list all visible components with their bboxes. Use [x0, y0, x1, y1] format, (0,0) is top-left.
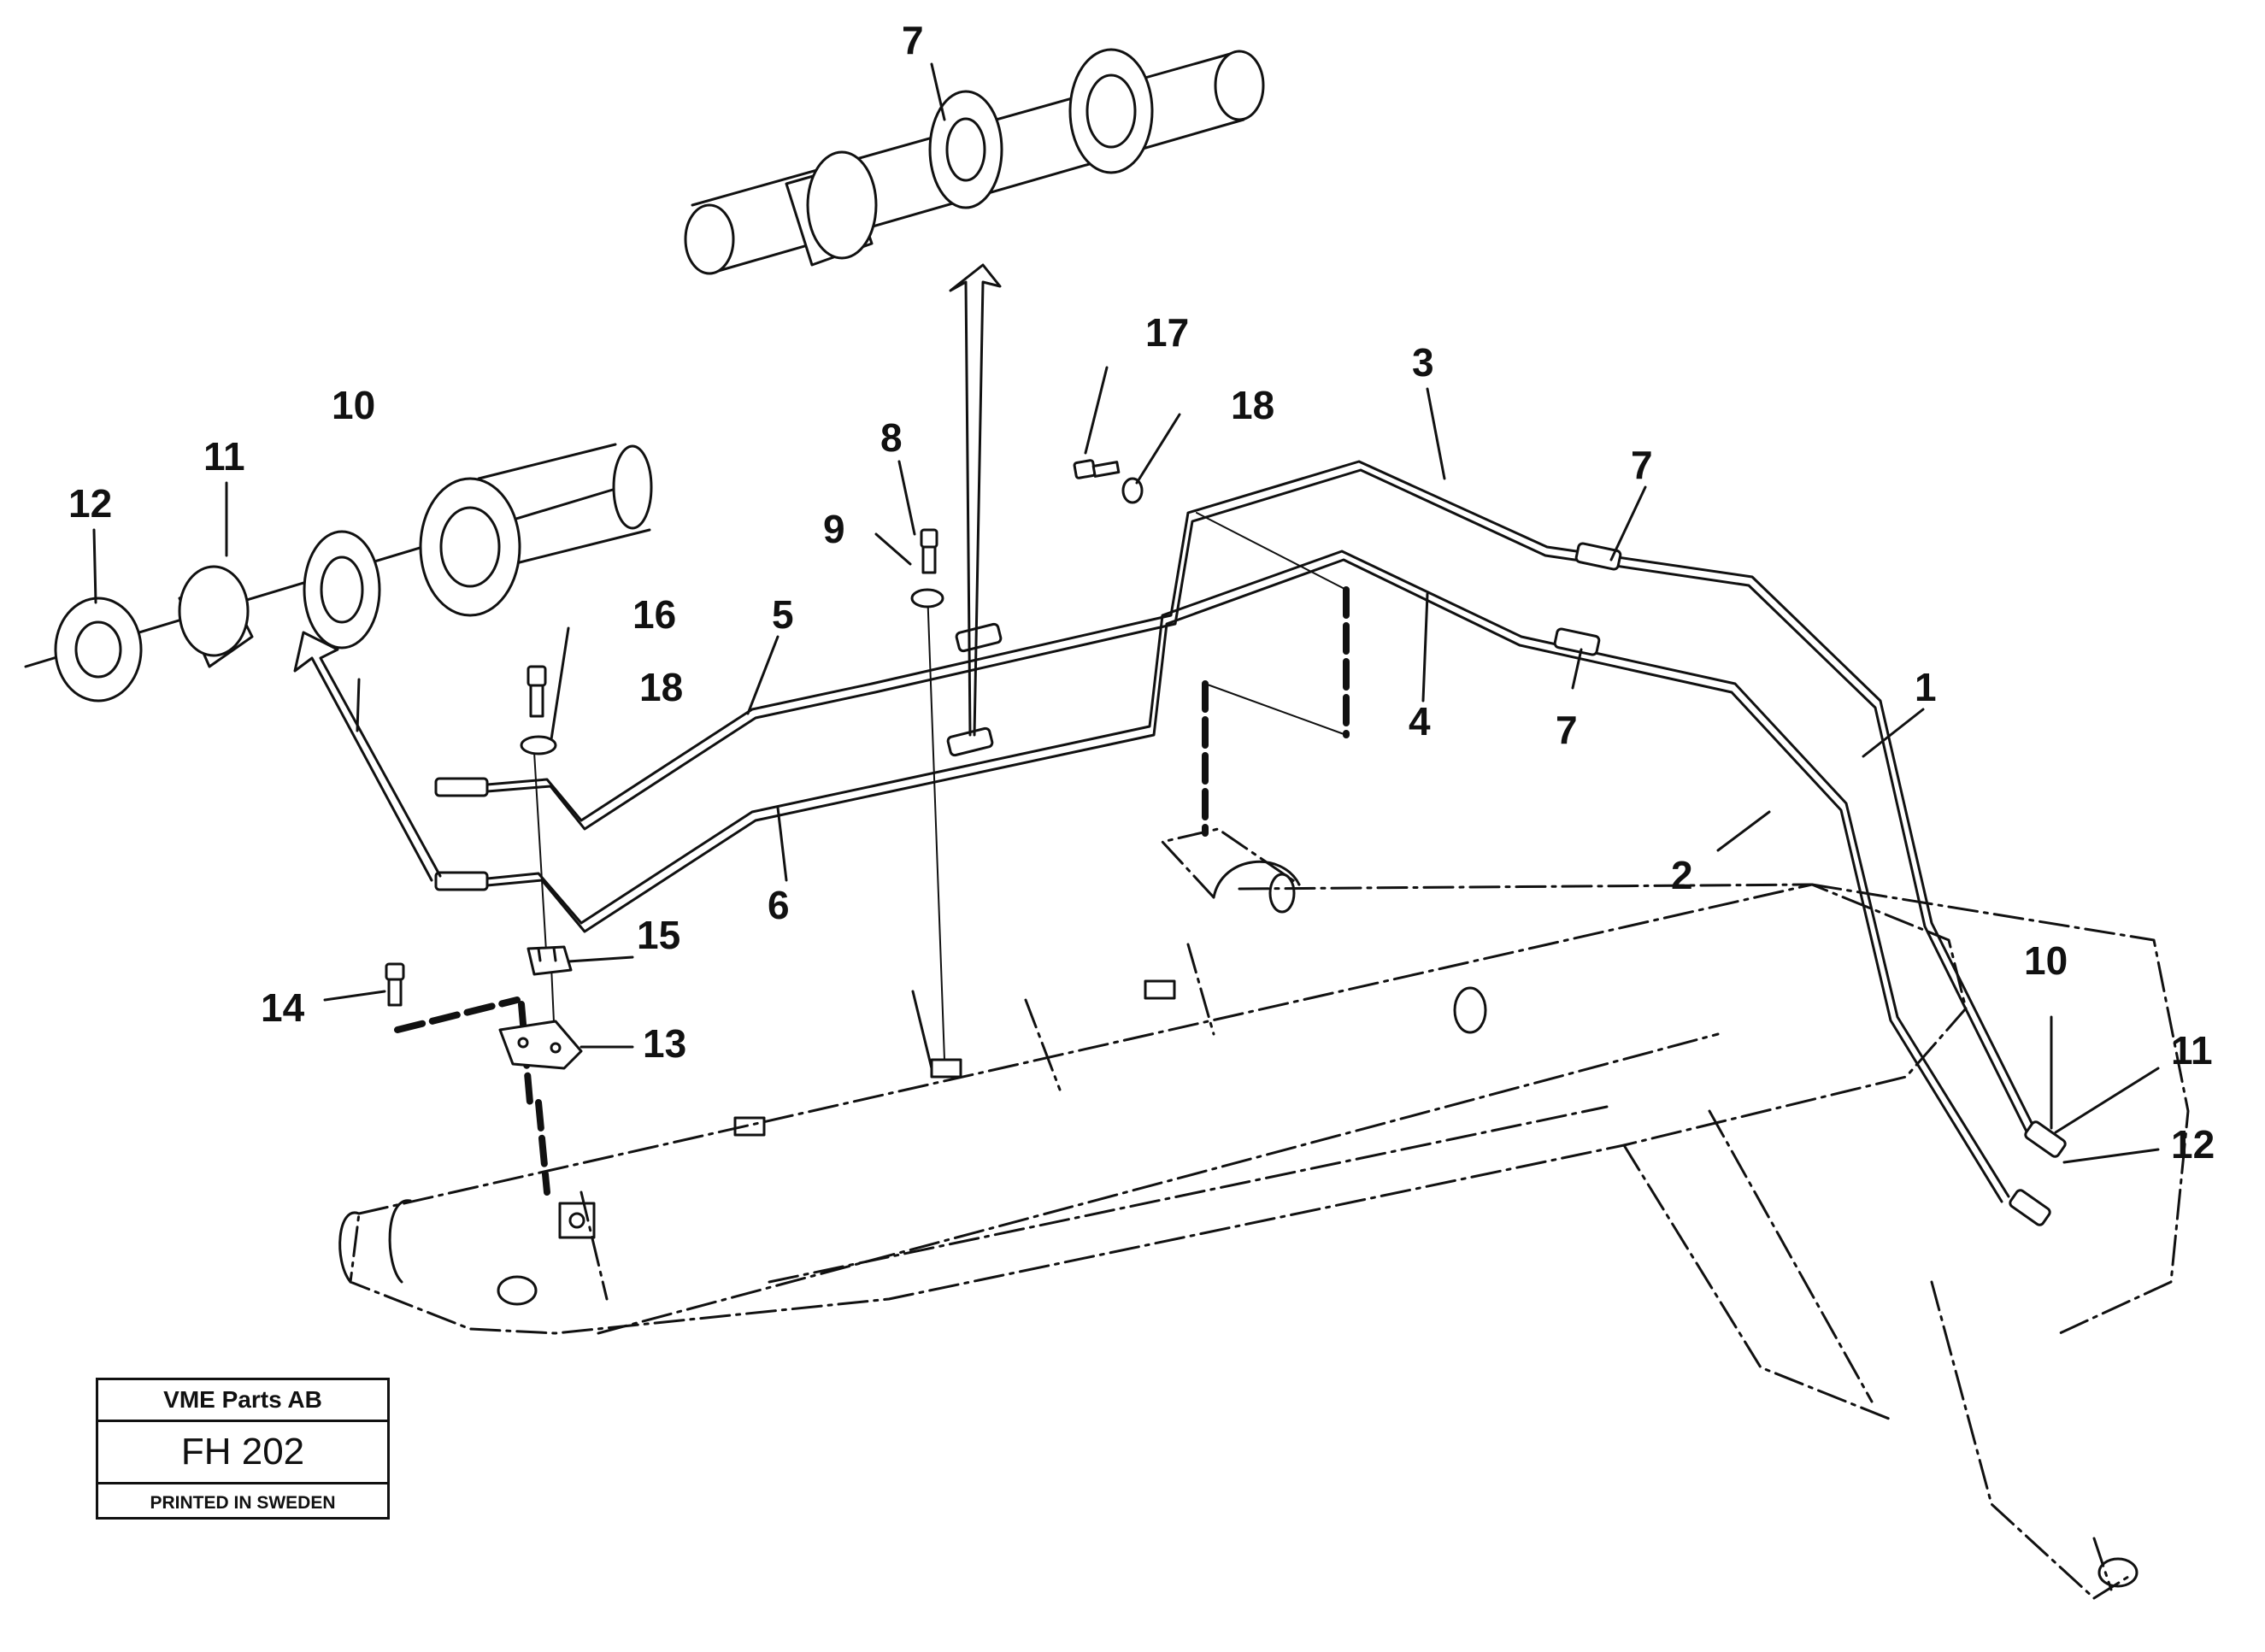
clip-15 [527, 945, 573, 976]
drawing-code: FH 202 [98, 1422, 387, 1484]
callout-3: 3 [1412, 340, 1434, 385]
mounting-dash [394, 586, 1350, 1196]
callout-15: 15 [637, 913, 680, 957]
detail-union-7 [684, 48, 1265, 275]
callout-6: 6 [768, 883, 790, 927]
bracket-13 [498, 1020, 583, 1070]
boom-pivot-end [338, 860, 2139, 1588]
callout-7-top: 7 [902, 18, 924, 62]
callout-labels: 1 2 3 4 5 6 7 7 7 8 9 10 10 11 11 12 12 … [68, 18, 2215, 1167]
callout-11-end: 11 [2171, 1028, 2213, 1073]
title-block: VME Parts AB FH 202 PRINTED IN SWEDEN [96, 1378, 390, 1520]
callout-14: 14 [261, 985, 305, 1030]
bolt-16 [520, 665, 557, 755]
clamp-block [558, 979, 1176, 1239]
callout-2: 2 [1671, 853, 1693, 897]
callout-7-lower: 7 [1556, 708, 1578, 752]
callout-13: 13 [643, 1021, 686, 1066]
pointer-arrow-7 [949, 263, 1002, 737]
printed-note: PRINTED IN SWEDEN [150, 1493, 336, 1513]
callout-9: 9 [823, 507, 845, 551]
bolt-17 [1073, 459, 1144, 504]
boom-arm-outline [349, 827, 2190, 1600]
callout-5: 5 [772, 592, 794, 637]
callout-12-detail: 12 [68, 481, 112, 526]
company-name: VME Parts AB [98, 1380, 387, 1422]
bolt-14 [385, 962, 405, 1007]
pipe-2-4 [485, 550, 2010, 1203]
pipe-fitting [434, 542, 2067, 1226]
bolt-8 [910, 528, 944, 608]
callout-18-left: 18 [639, 665, 683, 709]
callout-8: 8 [880, 415, 903, 460]
callout-11-detail: 11 [203, 434, 245, 479]
callout-17: 17 [1145, 310, 1189, 355]
mounting-line [533, 512, 1347, 1061]
pointer-arrow-10 [293, 631, 442, 882]
callout-10-end: 10 [2024, 938, 2068, 983]
leader-lines [92, 62, 2160, 1164]
callout-4: 4 [1409, 699, 1431, 744]
pipe-1-3 [485, 460, 2036, 1135]
callout-16: 16 [632, 592, 676, 637]
callout-1: 1 [1915, 665, 1937, 709]
callout-7-upper: 7 [1631, 443, 1653, 487]
callout-12-end: 12 [2171, 1122, 2215, 1167]
detail-fitting-10-12 [24, 443, 653, 703]
callout-18-right: 18 [1231, 383, 1274, 427]
callout-10-detail: 10 [332, 383, 375, 427]
